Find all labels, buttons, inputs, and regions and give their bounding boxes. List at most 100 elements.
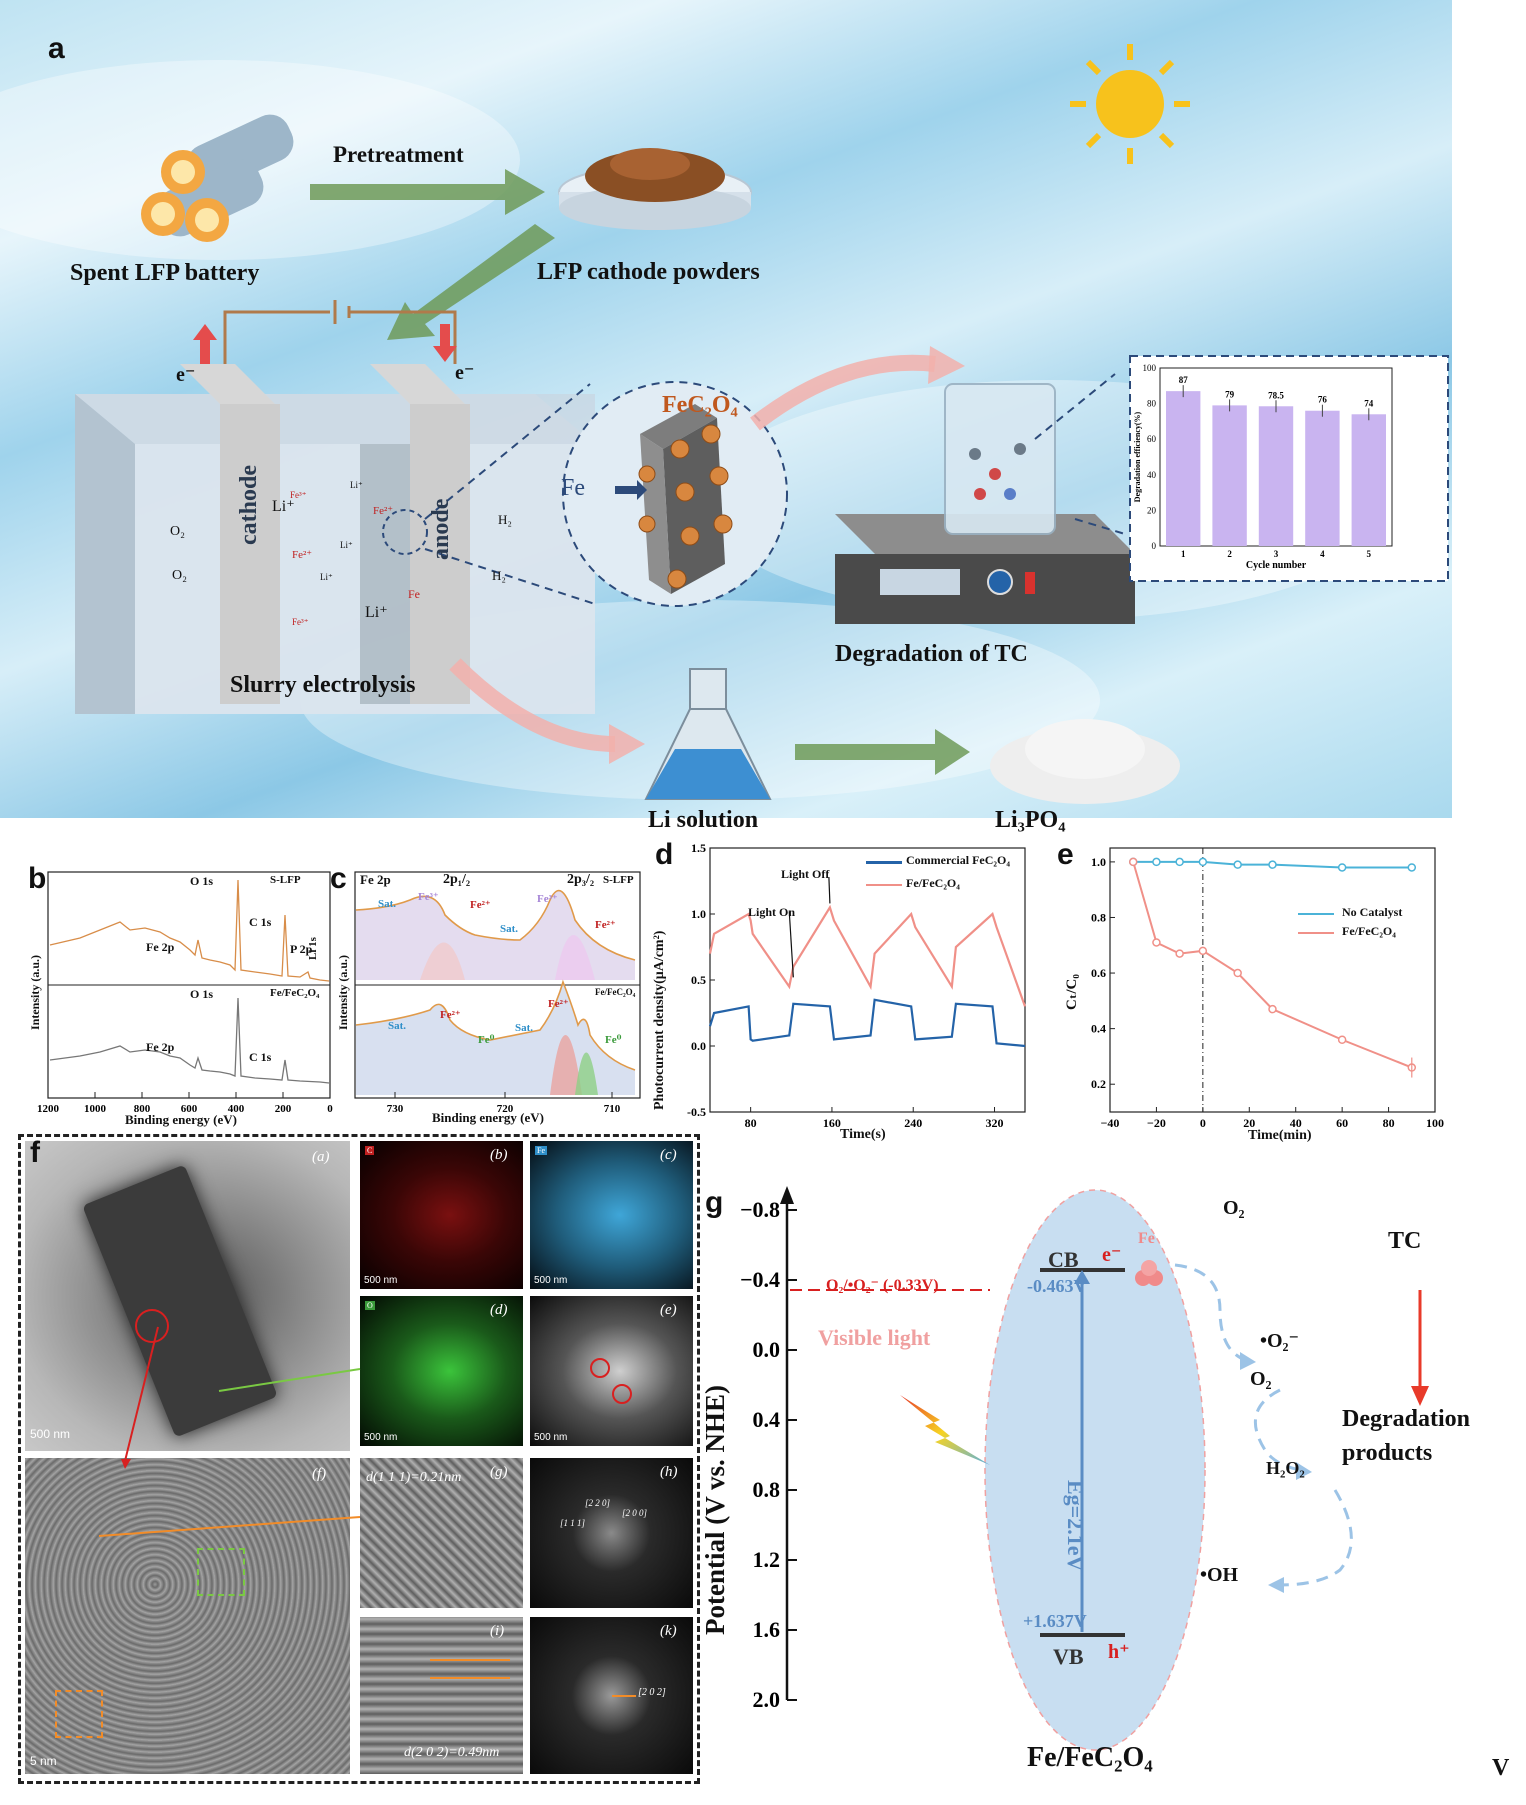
y-tick-label: 0.8 [1091,910,1106,924]
annotation-arrow [828,877,831,904]
band-ellipse [984,1189,1206,1751]
y-tick-label: 0 [1152,541,1157,551]
series-line [708,904,1027,1007]
bar-value-label: 78.5 [1268,390,1284,400]
anode-label: anode [428,498,454,560]
species-label: O₂ [1250,1368,1272,1390]
arrow-icon [795,729,970,775]
subpanel-label: (f) [312,1466,327,1482]
legend-swatch [1298,932,1334,934]
x-tick-label: 600 [181,1103,198,1115]
y-tick-label: 0.0 [753,1337,781,1362]
bar [1166,391,1201,546]
x-tick-label: 320 [986,1116,1004,1130]
x-tick-label: 0 [327,1103,333,1115]
subpanel-label: (a) [312,1149,330,1165]
legend-label: No Catalyst [1342,905,1403,919]
subpanel-label: (g) [490,1464,508,1480]
fe-label: Fe [1138,1230,1155,1247]
tc-label: TC [1388,1228,1422,1254]
peak-label: Li 1s [307,937,319,960]
peak-label: Fe⁰ [478,1034,495,1046]
sample-label: S-LFP [270,874,301,886]
ion-label: Li⁺ [365,604,388,621]
peak-label: Fe 2p [146,940,175,954]
tem-image: (a) 500 nm [25,1141,350,1451]
peak-label: O 1s [190,874,214,888]
bar [1305,410,1340,546]
x-tick-label: 4 [1320,549,1325,559]
x-tick-label: 240 [904,1116,922,1130]
peak-label: Fe³⁺ [537,893,558,905]
panel-label: a [48,32,65,65]
ion-label: Fe²⁺ [373,505,394,517]
x-tick-label: 5 [1367,549,1372,559]
ion-label: Fe³⁺ [292,617,309,627]
element-tag: C [365,1146,375,1155]
y-tick-label: 1.5 [691,841,706,855]
arrow-icon [310,169,545,215]
peak-label: Fe⁰ [605,1034,622,1046]
lightning-icon [900,1395,990,1465]
cathode-powders-label: LFP cathode powders [537,259,760,285]
x-tick-label: 710 [604,1103,621,1115]
subpanel-label: (d) [490,1302,508,1318]
lattice-spacing-label: d(1 1 1)=0.21nm [366,1470,462,1485]
hole-label: h⁺ [1108,1641,1130,1663]
data-point [1128,857,1138,867]
data-point [1268,1004,1277,1014]
data-point [1152,857,1161,867]
series-line [708,998,1026,1048]
peak-label: P 2p [290,942,313,956]
peak-label: Fe²⁺ [440,1009,461,1021]
y-tick-label: 40 [1147,470,1157,480]
legend-label: Commercial FeC₂O₄ [906,853,1010,867]
y-tick-label: 1.6 [753,1617,781,1642]
flask-icon [644,668,772,800]
bar-value-label: 74 [1364,398,1374,408]
scale-bar-label: 500 nm [364,1275,398,1286]
subpanel-label: (c) [660,1147,677,1163]
y-tick-label: -0.5 [687,1105,706,1119]
visible-light-label: Visible light [818,1325,931,1350]
peak-label: Sat. [515,1022,534,1034]
arrow-icon [387,224,555,340]
orbital-label: 2p₁/₂ [443,872,471,887]
data-point [1233,968,1242,978]
data-point [1198,857,1208,867]
spent-battery-label: Spent LFP battery [70,260,260,286]
pretreatment-label: Pretreatment [333,142,464,167]
legend-label: Fe/FeC₂O₄ [906,876,960,890]
peak-label: Fe 2p [146,1040,175,1054]
scale-bar-label: 500 nm [534,1432,568,1443]
ion-label: Li⁺ [350,480,363,490]
x-tick-label: 1200 [37,1103,60,1115]
sample-label: S-LFP [603,874,634,886]
panel-label: d [655,838,674,871]
fft-index: [2 0 2] [638,1687,666,1698]
y-axis-label: Potential (V vs. NHE) [700,1385,730,1635]
orbital-label: 2p₃/₂ [567,872,595,887]
vb-potential: +1.637V [1023,1611,1087,1631]
ion-label: Li⁺ [320,572,333,582]
subpanel-label: (h) [660,1464,678,1480]
legend-swatch [866,884,902,886]
lattice-image-i: (i) d(2 0 2)=0.49nm [360,1617,523,1774]
redox-level-label: O₂/•O₂⁻ (-0.33V) [826,1277,939,1294]
x-axis-label: Binding energy (eV) [432,1110,544,1125]
peak-label: Sat. [500,923,519,935]
cathode-label: cathode [236,465,262,545]
eds-map-carbon: (b) C 500 nm [360,1141,523,1289]
panel-f-frame [18,1134,700,1784]
annotation-arrow [788,911,794,978]
annotation: Light On [748,905,796,919]
fft-index: [2 2 0] [585,1498,611,1508]
x-tick-label: 720 [497,1103,514,1115]
species-label: •OH [1200,1564,1239,1586]
species-label: •O₂⁻ [1260,1330,1300,1352]
y-tick-label: 0.2 [1091,1077,1106,1091]
y-tick-label: 1.0 [691,907,706,921]
lattice-spacing-label: d(2 0 2)=0.49nm [404,1745,500,1760]
x-axis-label: Time(s) [840,1127,886,1142]
